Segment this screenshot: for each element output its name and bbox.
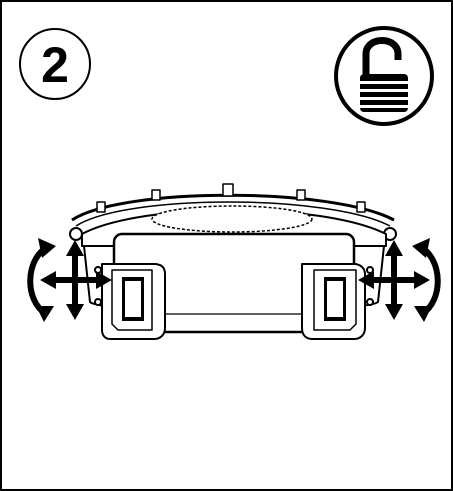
top-oval: [151, 205, 313, 233]
left-hinge: [69, 227, 83, 241]
rail-clip: [222, 183, 234, 197]
step-number: 2: [41, 37, 69, 93]
right-move-arrows-icon: [358, 240, 430, 320]
right-rotate-arrow-icon: [412, 238, 441, 322]
right-latch: [301, 263, 374, 340]
left-latch: [94, 263, 166, 340]
left-rotate-arrow-icon: [27, 238, 56, 322]
unlocked-padlock-icon: [334, 26, 434, 126]
left-move-arrows-icon: [40, 240, 112, 320]
step-number-badge: 2: [19, 28, 91, 100]
